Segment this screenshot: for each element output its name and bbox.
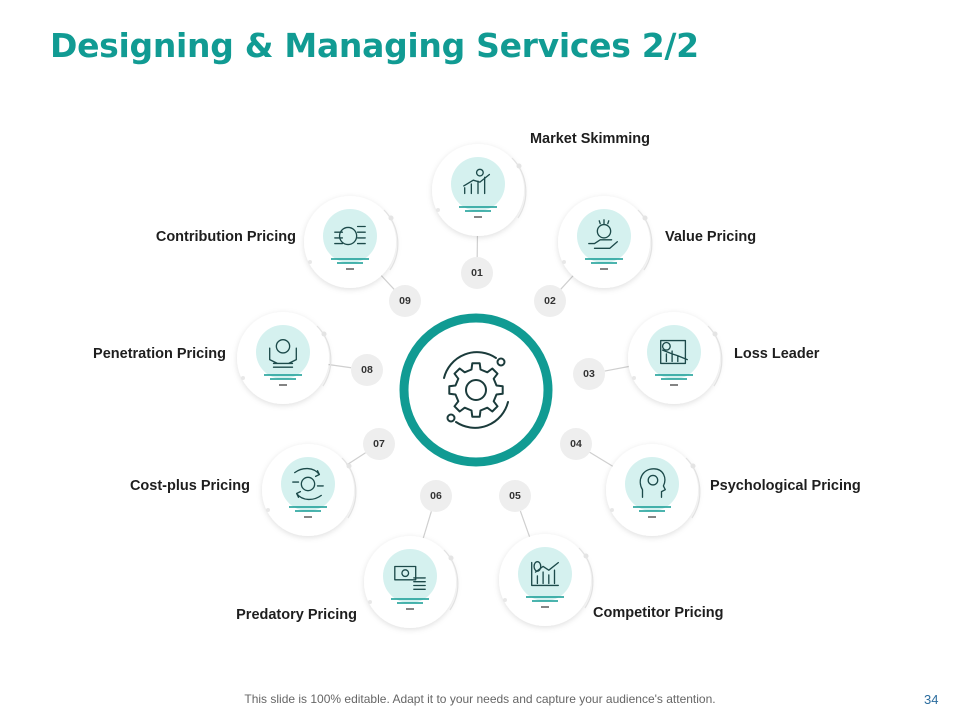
gear-icon [443, 351, 509, 429]
step-number-badge: 05 [499, 480, 531, 512]
money-exchange-icon [292, 467, 324, 501]
connector-line [422, 511, 432, 541]
connector-line [560, 274, 575, 290]
step-number-badge: 01 [461, 257, 493, 289]
rising-chart-dollar-icon [531, 560, 559, 587]
footer-note: This slide is 100% editable. Adapt it to… [244, 692, 716, 706]
pricing-label: Loss Leader [734, 346, 820, 362]
pricing-node [304, 196, 399, 288]
head-dollar-icon [639, 468, 666, 498]
connector-line [519, 510, 531, 539]
pricing-node [262, 444, 357, 536]
pricing-node [364, 536, 459, 628]
bar-growth-chart-icon [463, 168, 491, 195]
step-number-badge: 04 [560, 428, 592, 460]
coins-stack-icon [334, 225, 366, 246]
step-number-badge: 09 [389, 285, 421, 317]
connector-line [379, 273, 395, 290]
step-number-badge: 02 [534, 285, 566, 317]
connector-line [604, 365, 631, 372]
step-number-badge: 08 [351, 354, 383, 386]
hands-coin-icon [269, 338, 297, 368]
pricing-label: Value Pricing [665, 229, 757, 245]
pricing-label: Penetration Pricing [93, 346, 226, 362]
cash-stack-icon [394, 565, 426, 590]
pricing-label: Contribution Pricing [155, 229, 296, 245]
step-number-badge: 06 [420, 480, 452, 512]
pricing-node [628, 312, 723, 404]
page-number: 34 [924, 692, 939, 707]
pricing-label: Cost-plus Pricing [129, 478, 250, 494]
pricing-label: Psychological Pricing [710, 478, 861, 494]
step-number-badge: 03 [573, 358, 605, 390]
slide-title: Designing & Managing Services 2/2 [50, 26, 699, 65]
pricing-label: Competitor Pricing [593, 605, 724, 621]
pricing-node [432, 144, 527, 236]
hand-coin-icon [588, 219, 618, 250]
pricing-node [237, 312, 332, 404]
pricing-label: Market Skimming [529, 131, 651, 147]
pricing-node [499, 534, 594, 626]
pricing-node [606, 444, 701, 536]
connector-line [589, 451, 615, 468]
pricing-label: Predatory Pricing [236, 607, 357, 623]
step-number-badge: 07 [363, 428, 395, 460]
pricing-node [558, 196, 653, 288]
declining-chart-icon [660, 339, 688, 365]
central-hub [399, 313, 553, 467]
